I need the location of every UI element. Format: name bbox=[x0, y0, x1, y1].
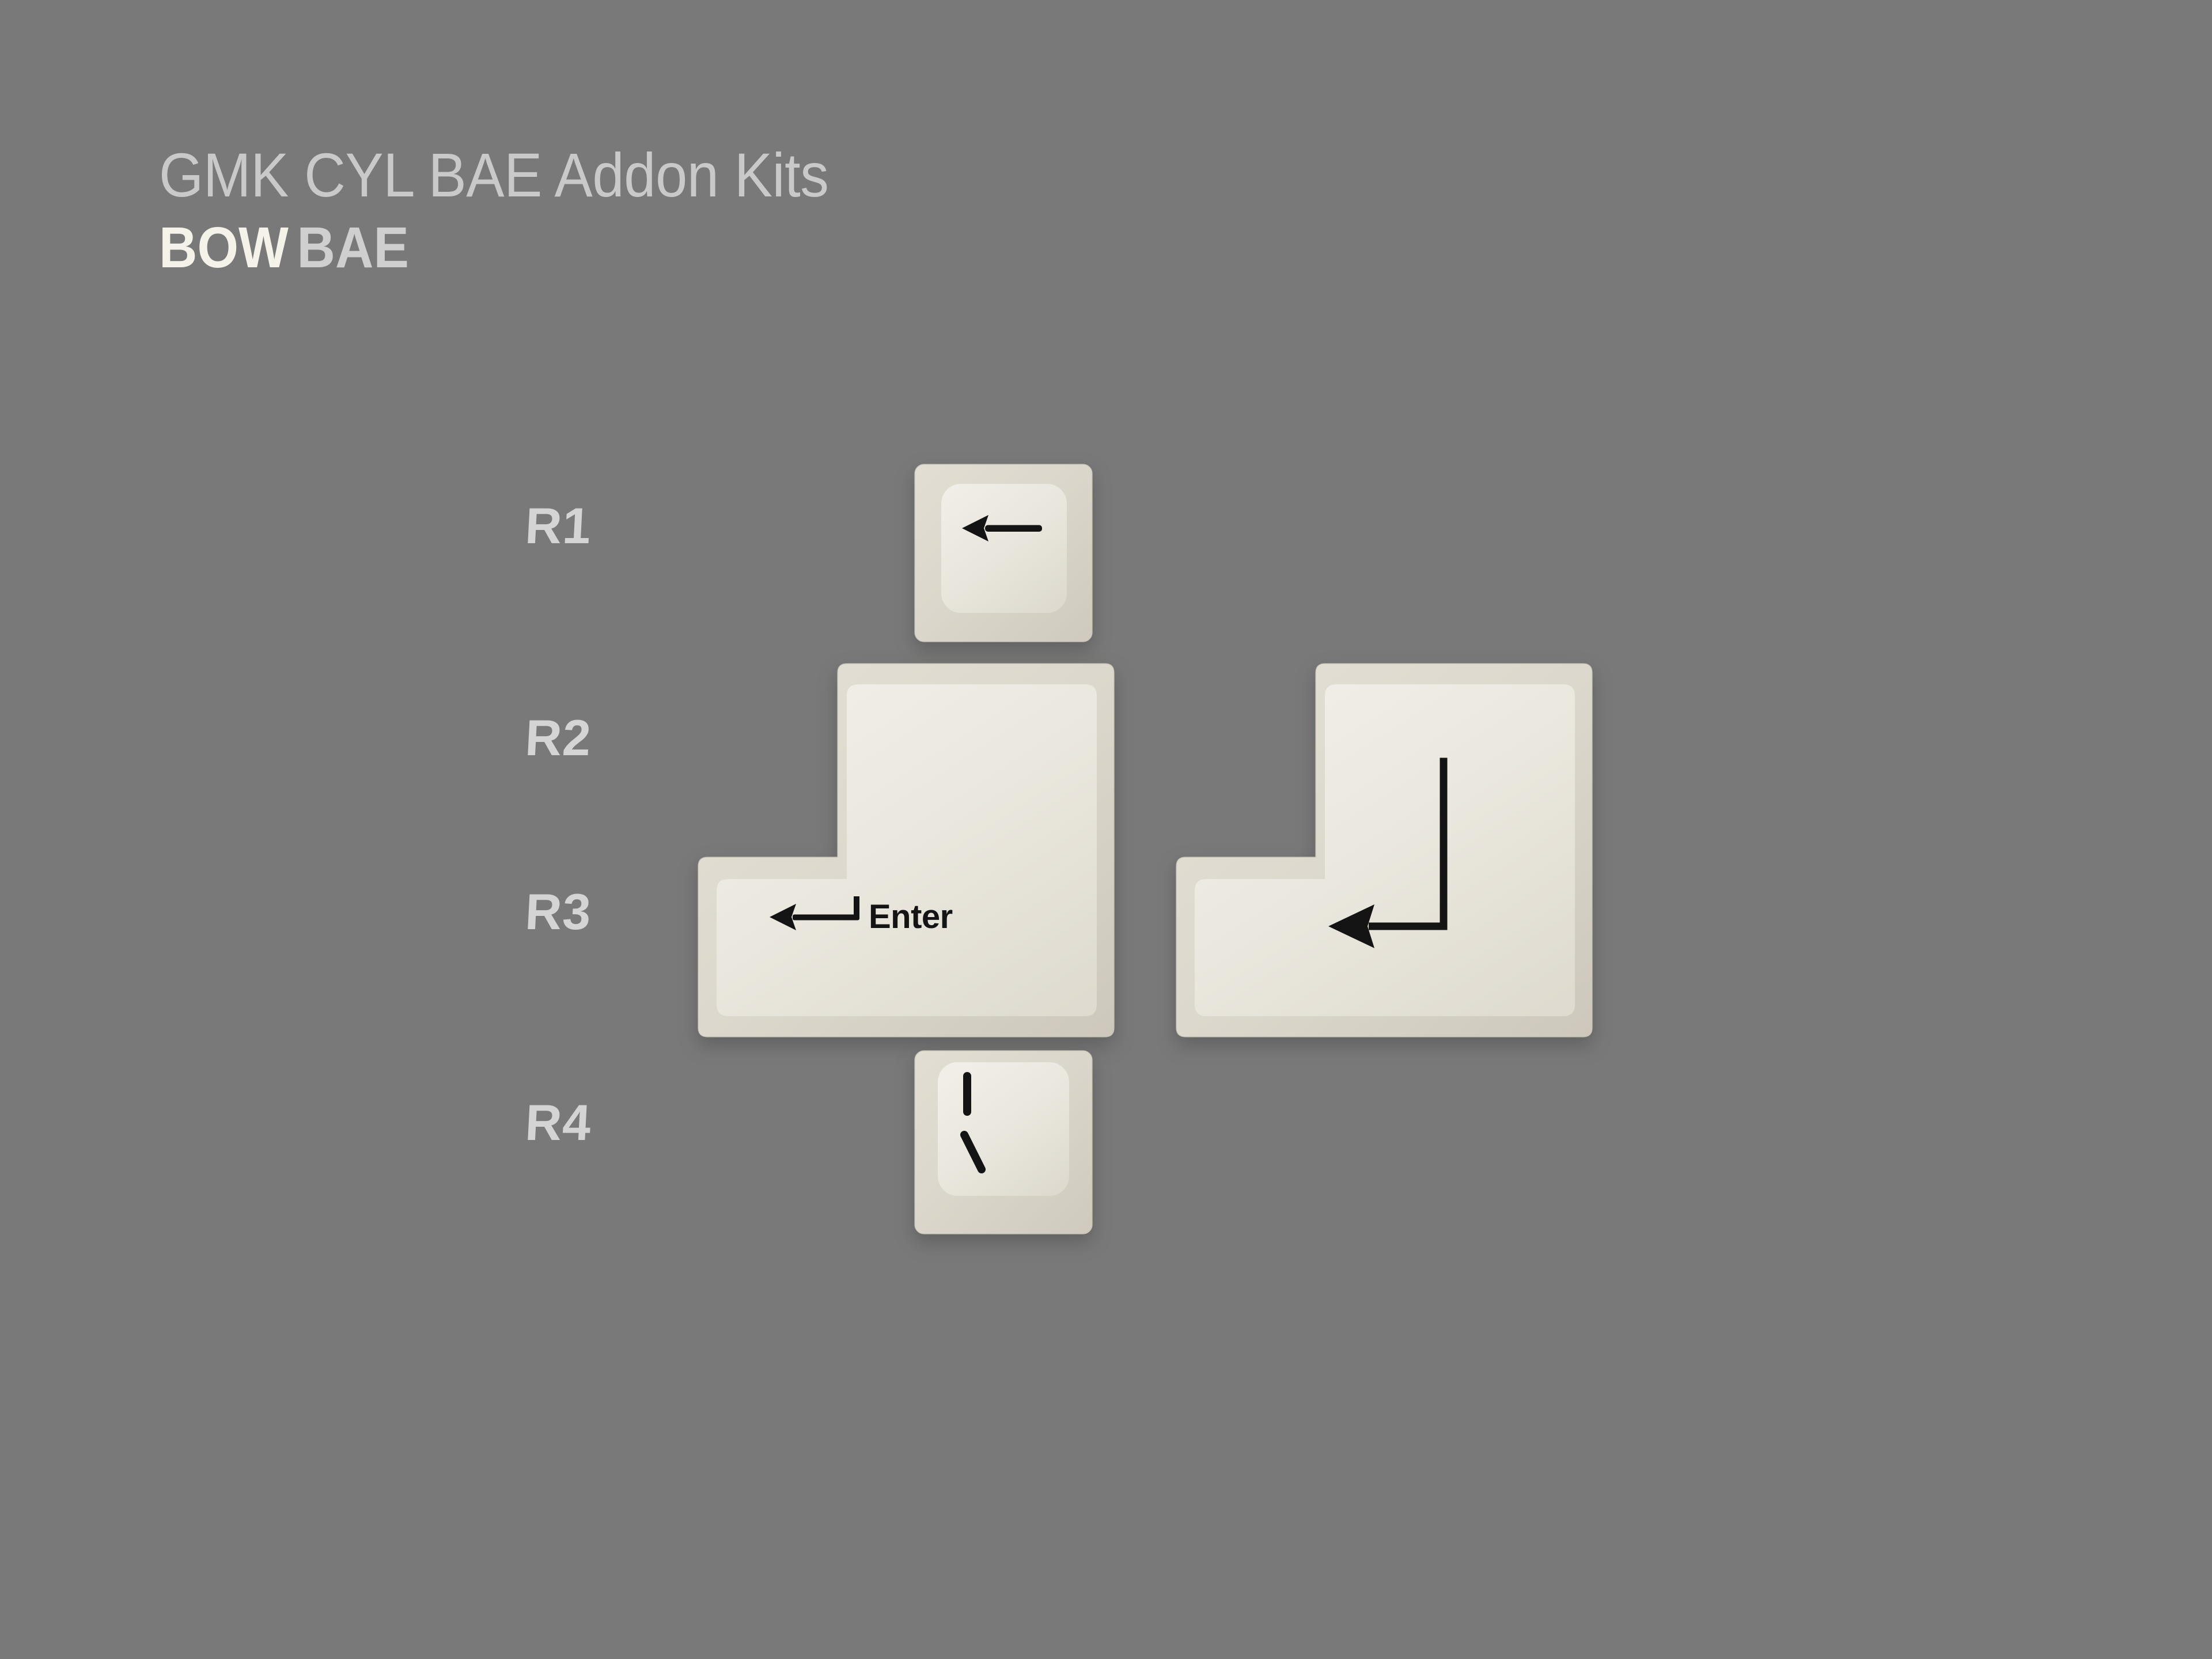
subtitle-secondary: BAE bbox=[297, 215, 409, 280]
row-label-r3: R3 bbox=[524, 883, 593, 940]
keycap-iso-enter-with-text[interactable] bbox=[696, 661, 1116, 1041]
row-label-r2: R2 bbox=[524, 709, 593, 766]
page-title: GMK CYL BAE Addon Kits bbox=[159, 140, 829, 210]
keycap-r1-backspace[interactable] bbox=[914, 463, 1093, 643]
row-label-r4: R4 bbox=[524, 1094, 593, 1151]
keycap-r4-pipe-backslash[interactable] bbox=[914, 1050, 1093, 1235]
subtitle-primary: BOW bbox=[159, 215, 289, 280]
row-label-r1: R1 bbox=[524, 497, 593, 554]
keycap-iso-enter-glyph[interactable] bbox=[1174, 661, 1594, 1041]
